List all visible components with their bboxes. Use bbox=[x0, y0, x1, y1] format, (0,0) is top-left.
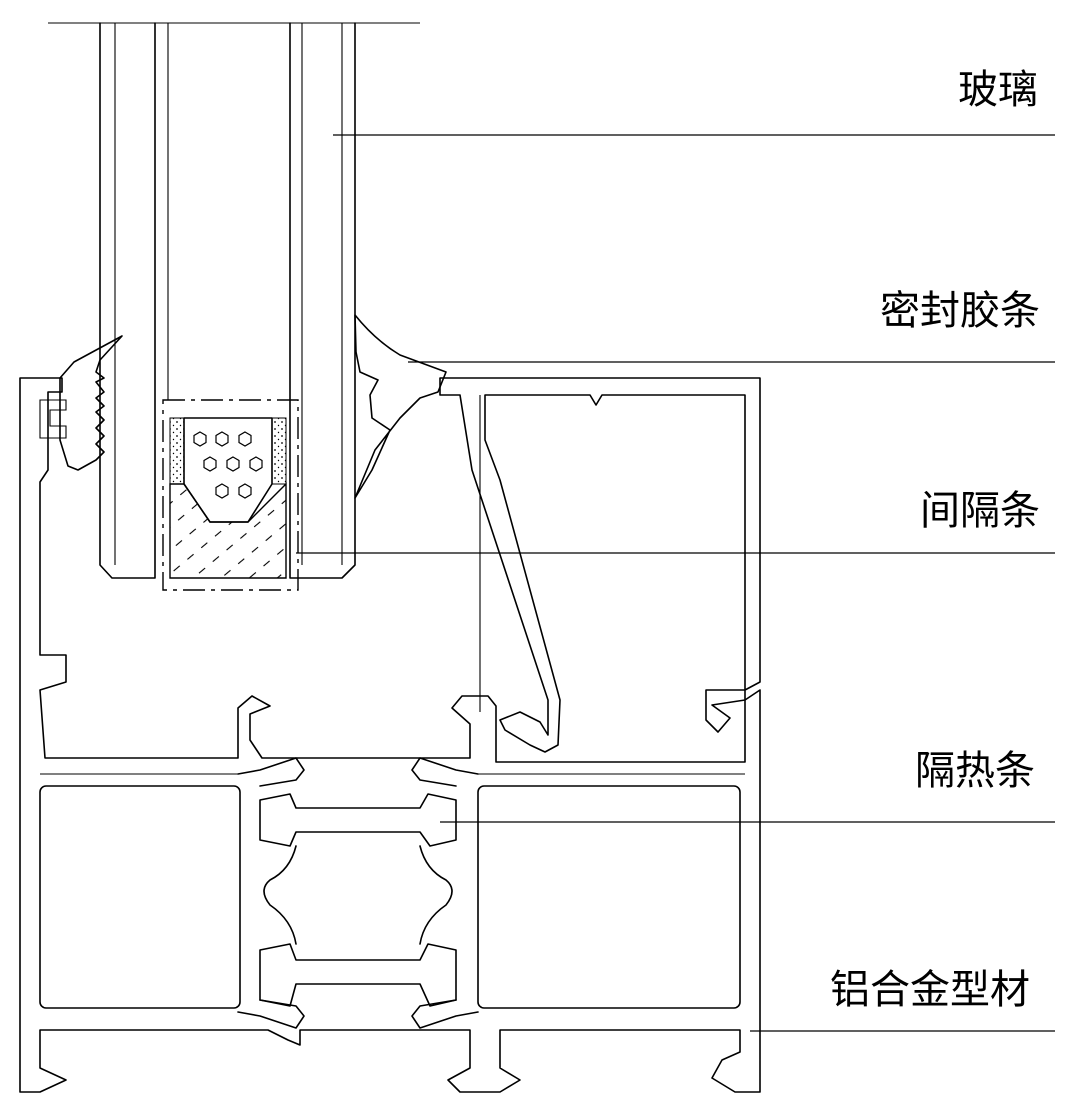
label-thermal-break: 隔热条 bbox=[915, 748, 1035, 794]
label-seal-strip: 密封胶条 bbox=[880, 288, 1040, 334]
glass-unit bbox=[48, 22, 420, 579]
label-glass: 玻璃 bbox=[958, 67, 1038, 113]
thermal-break-strips bbox=[237, 757, 479, 1029]
label-aluminum-profile: 铝合金型材 bbox=[830, 967, 1030, 1013]
label-spacer-bar: 间隔条 bbox=[920, 488, 1040, 534]
labels: 玻璃 密封胶条 间隔条 隔热条 铝合金型材 bbox=[830, 67, 1040, 1013]
aluminum-frame bbox=[19, 377, 761, 1093]
seal-strips bbox=[39, 314, 447, 499]
leader-lines bbox=[296, 134, 1055, 1032]
spacer-bar bbox=[162, 399, 299, 591]
desiccant-holes bbox=[193, 431, 263, 499]
